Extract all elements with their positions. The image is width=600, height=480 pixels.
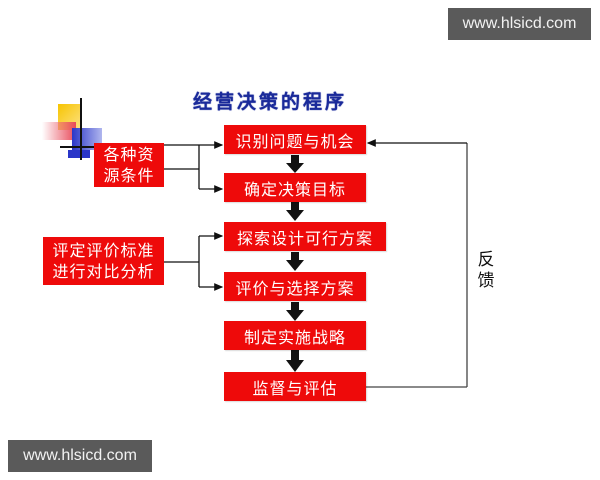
input-box-line: 评定评价标准 <box>52 241 155 260</box>
feedback-char: 反 <box>477 250 495 270</box>
decorative-logo-icon <box>38 98 108 163</box>
step-monitor-evaluate: 监督与评估 <box>224 372 366 401</box>
step-evaluate-select: 评价与选择方案 <box>224 272 366 301</box>
input-box-line: 源条件 <box>103 166 155 185</box>
input-box-evaluation-criteria: 评定评价标准 进行对比分析 <box>43 237 164 285</box>
input-box-resources: 各种资 源条件 <box>94 143 164 187</box>
step-explore-alternatives: 探索设计可行方案 <box>224 222 386 251</box>
step-identify-problem: 识别问题与机会 <box>224 125 366 154</box>
input-box-line: 进行对比分析 <box>52 262 155 281</box>
feedback-char: 馈 <box>477 271 495 291</box>
watermark-bottom-left: www.hlsicd.com <box>8 440 152 472</box>
step-implementation-strategy: 制定实施战略 <box>224 321 366 350</box>
diagram-title: 经营决策的程序 <box>193 90 348 113</box>
input-box-line: 各种资 <box>103 145 155 164</box>
watermark-top-right: www.hlsicd.com <box>448 8 591 40</box>
step-set-objectives: 确定决策目标 <box>224 173 366 202</box>
feedback-label: 反 馈 <box>476 250 496 292</box>
